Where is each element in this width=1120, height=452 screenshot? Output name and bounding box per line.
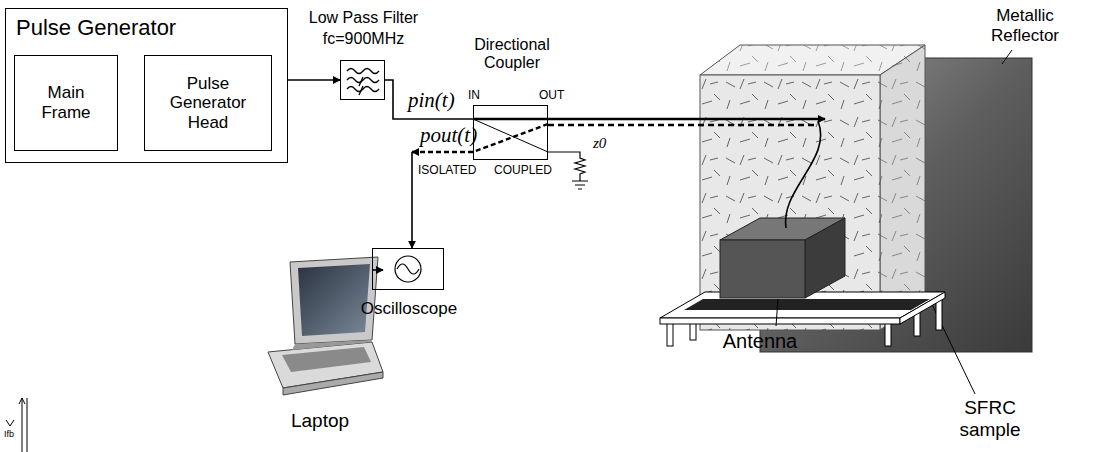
node-label: Antenna <box>715 330 805 353</box>
antenna-side <box>805 218 845 298</box>
signal-connector <box>288 79 340 81</box>
node-label: Pulse Generator Head <box>151 74 265 133</box>
port-label: OUT <box>539 89 564 101</box>
node-box: Oscilloscope <box>372 248 444 290</box>
cropped-figure <box>6 398 27 452</box>
signal-connector <box>412 151 473 153</box>
coupler-internals <box>473 119 818 152</box>
scope-circle <box>395 256 421 282</box>
partial-figure <box>6 420 14 426</box>
load-resistor <box>548 152 588 189</box>
laptop-screen <box>298 264 370 336</box>
laptop-front <box>283 372 383 395</box>
leader-line <box>1002 50 1012 64</box>
node-box: Metallic Reflector <box>760 58 1032 352</box>
steel-fibres <box>700 45 925 75</box>
sine-wave <box>397 264 419 274</box>
node-box: Pulse GeneratorMain Frame Pulse Generator… <box>5 8 288 163</box>
node-label: Pulse Generator <box>16 15 176 40</box>
node-box: Directional Coupler <box>473 105 548 160</box>
node-box: Pulse Generator Head <box>144 55 272 151</box>
bench-leg <box>885 322 891 346</box>
stop-slash <box>359 77 363 95</box>
node-box: Low Pass Filterfc=900MHz <box>340 60 385 100</box>
filter-symbol <box>347 69 379 96</box>
node-label: Laptop <box>280 410 360 432</box>
port-label: z0 <box>593 136 606 151</box>
node-box: Laptop <box>262 255 383 400</box>
signal-connector <box>372 269 383 271</box>
bench-edge <box>900 292 945 324</box>
coupling-line <box>473 124 548 152</box>
steel-fibres <box>880 45 925 330</box>
signal-connector <box>385 80 473 119</box>
node-label: fc=900MHz <box>281 30 446 48</box>
node-label: Metallic Reflector <box>965 6 1085 45</box>
bench-edge <box>660 318 900 324</box>
laptop-icon <box>268 257 383 395</box>
sfrc-block <box>700 45 975 394</box>
port-label: COUPLED <box>494 164 552 176</box>
node-label: Low Pass Filter <box>281 9 446 27</box>
node-label: Main Frame <box>21 83 111 122</box>
ground-symbol <box>572 181 588 189</box>
node-label: Oscilloscope <box>353 299 465 319</box>
reflected-signal <box>548 124 818 126</box>
coupling-line <box>473 119 548 152</box>
antenna-box <box>720 218 845 326</box>
antenna-front <box>720 240 805 298</box>
node-box: Antenna <box>720 218 845 298</box>
port-label: ISOLATED <box>418 164 476 176</box>
leader-line <box>926 292 975 394</box>
through-line <box>473 118 548 121</box>
wave <box>347 69 379 74</box>
node-label: SFRC sample <box>950 397 1030 441</box>
partial-figure <box>19 398 27 452</box>
node-box: Main Frame <box>14 55 118 151</box>
resistor-symbol <box>548 152 585 181</box>
leader-line <box>776 299 778 326</box>
node-label: Directional Coupler <box>452 36 572 73</box>
port-label: Ifb <box>4 430 14 439</box>
bench-rail <box>684 299 930 310</box>
oscilloscope-symbol <box>395 256 421 282</box>
signal-connector <box>786 121 821 228</box>
bench-leg <box>667 322 673 346</box>
laptop-hinge <box>292 340 372 350</box>
signal-label: pout(t) <box>420 125 477 146</box>
signal-connector <box>411 152 413 248</box>
laptop-keyboard <box>282 347 371 372</box>
port-label: IN <box>468 89 480 101</box>
bench <box>660 292 945 346</box>
node-box: SFRC sample <box>700 45 925 330</box>
block-side <box>880 45 925 330</box>
signal-label: pin(t) <box>408 90 455 111</box>
signal-connector <box>548 118 825 121</box>
